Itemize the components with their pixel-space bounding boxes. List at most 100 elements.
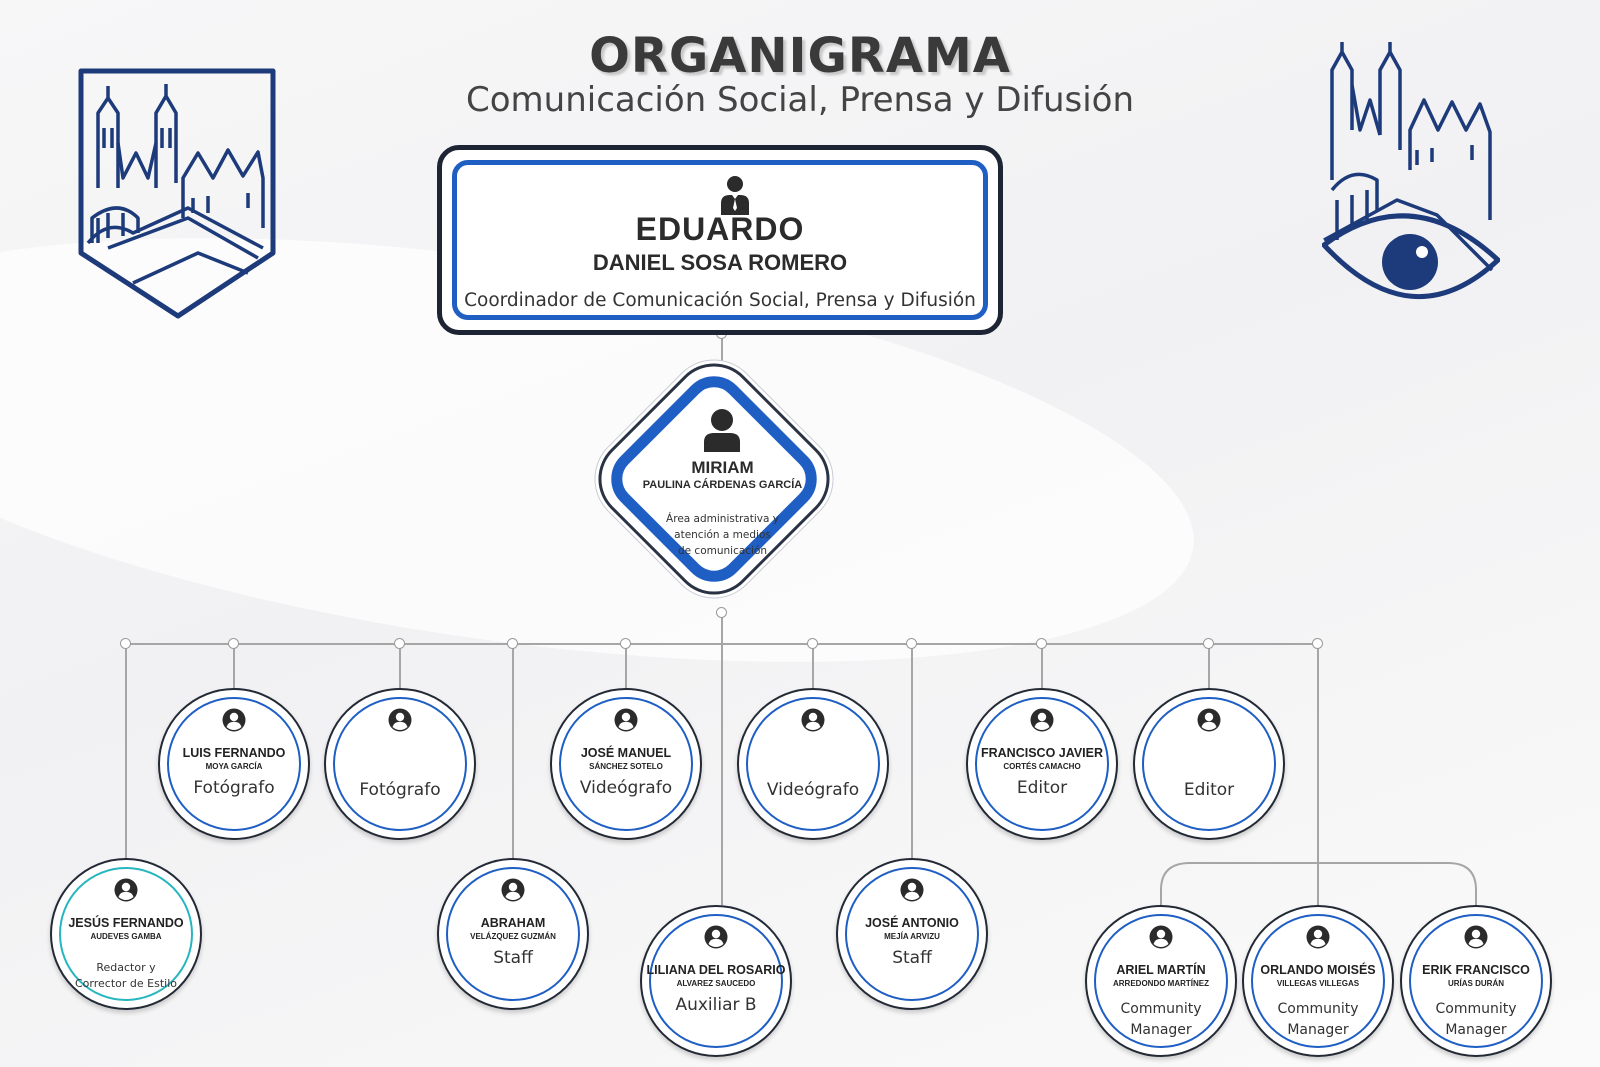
staff-role-line: Editor [1183,780,1235,800]
staff-first-name: FRANCISCO JAVIER [980,746,1103,760]
person-circle-icon [1464,925,1488,949]
staff-role-line: Manager [1287,1022,1349,1038]
connector-dot [228,638,239,649]
staff-role: Videógrafo [739,780,887,800]
person-circle-icon [614,708,638,732]
staff-role: Fotógrafo [326,780,474,800]
coordinator-last-name: DANIEL SOSA ROMERO [592,250,848,275]
admin-role-line: de comunicación [677,545,768,557]
staff-last-name: CORTÉS CAMACHO [1003,762,1081,771]
staff-role-line: Community [1277,1001,1359,1017]
connector-dot [906,638,917,649]
staff-role-line: Editor [1016,778,1068,798]
admin-card: MIRIAM PAULINA CÁRDENAS GARCÍA Área admi… [610,400,835,559]
staff-role-line: Staff [892,948,932,968]
staff-role-line: Redactor y [96,961,156,974]
coordinator-role: Coordinador de Comunicación Social, Pren… [464,290,976,311]
staff-role-line: Fotógrafo [193,778,275,798]
staff-role: Fotógrafo [160,778,308,798]
staff-node: FRANCISCO JAVIER CORTÉS CAMACHO Editor [966,688,1118,840]
staff-first-name: LUIS FERNANDO [182,746,286,760]
staff-last-name: ALVAREZ SAUCEDO [676,979,756,988]
person-circle-icon [704,925,728,949]
admin-last-name: PAULINA CÁRDENAS GARCÍA [642,479,803,491]
staff-last-name: ARREDONDO MARTÍNEZ [1113,979,1209,988]
staff-first-name: ORLANDO MOISÉS [1260,963,1376,977]
staff-node: JOSÉ ANTONIO MEJÍA ARVIZU Staff [836,858,988,1010]
connector-dot [716,607,727,618]
connector-dot [807,638,818,649]
person-icon [704,409,740,452]
connector-dot [1203,638,1214,649]
staff-node: JOSÉ MANUEL SÁNCHEZ SOTELO Videógrafo [550,688,702,840]
staff-role-line: Community [1120,1001,1202,1017]
staff-node: LUIS FERNANDO MOYA GARCÍA Fotógrafo [158,688,310,840]
staff-first-name: LILIANA DEL ROSARIO [646,963,786,977]
staff-first-name: JESÚS FERNANDO [68,916,184,930]
admin-role-line: Área administrativa y [666,513,779,525]
staff-role-line: Videógrafo [579,778,673,798]
person-circle-icon [801,708,825,732]
staff-first-name: JOSÉ ANTONIO [865,916,959,930]
person-circle-icon [501,878,525,902]
person-circle-icon [900,878,924,902]
staff-role-line: Manager [1130,1022,1192,1038]
staff-role-line: Manager [1445,1022,1507,1038]
staff-role-line: Videógrafo [766,780,860,800]
staff-role: Staff [838,948,986,968]
staff-last-name: VILLEGAS VILLEGAS [1276,979,1360,988]
staff-node: ORLANDO MOISÉS VILLEGAS VILLEGAS Community… [1242,905,1394,1057]
staff-first-name: JOSÉ MANUEL [580,746,672,760]
staff-last-name: MOYA GARCÍA [205,762,263,771]
person-tie-icon [721,176,749,215]
staff-role: Auxiliar B [642,995,790,1015]
connector-dot [1312,638,1323,649]
staff-last-name: URÍAS DURÁN [1448,979,1504,988]
staff-role-line: Staff [493,948,533,968]
staff-last-name: VELÁZQUEZ GUZMÁN [470,932,556,941]
staff-last-name: MEJÍA ARVIZU [884,932,940,941]
staff-node: Videógrafo [737,688,889,840]
staff-first-name: ABRAHAM [480,916,546,930]
connector-dot [120,638,131,649]
connector-dot [620,638,631,649]
coordinator-card: EDUARDO DANIEL SOSA ROMERO Coordinador d… [437,145,1003,335]
staff-role-line: Fotógrafo [359,780,441,800]
staff-last-name: SÁNCHEZ SOTELO [589,762,663,771]
connector-dot [394,638,405,649]
staff-role: Editor [968,778,1116,798]
staff-role-line: Community [1435,1001,1517,1017]
castle-eye-logo [1322,42,1500,300]
admin-first-name: MIRIAM [691,458,754,477]
page-title: ORGANIGRAMA [589,28,1011,84]
staff-node: Editor [1133,688,1285,840]
person-circle-icon [388,708,412,732]
staff-first-name: ARIEL MARTÍN [1116,963,1206,977]
staff-node: ABRAHAM VELÁZQUEZ GUZMÁN Staff [437,858,589,1010]
person-circle-icon [1030,708,1054,732]
person-circle-icon [1306,925,1330,949]
staff-last-name: AUDEVES GAMBA [90,932,162,941]
connector-dot [1036,638,1047,649]
admin-role-line: atención a medios [674,529,771,541]
page-subtitle: Comunicación Social, Prensa y Difusión [466,80,1134,120]
person-circle-icon [222,708,246,732]
staff-node: LILIANA DEL ROSARIO ALVAREZ SAUCEDO Auxili… [640,905,792,1057]
person-circle-icon [1197,708,1221,732]
person-circle-icon [114,878,138,902]
admin-role: Área administrativa y atención a medios … [610,511,835,559]
staff-role: Videógrafo [552,778,700,798]
coordinator-first-name: EDUARDO [635,211,805,247]
person-circle-icon [1149,925,1173,949]
staff-role: Editor [1135,780,1283,800]
staff-node: Fotógrafo [324,688,476,840]
castle-shield-logo [78,68,276,319]
